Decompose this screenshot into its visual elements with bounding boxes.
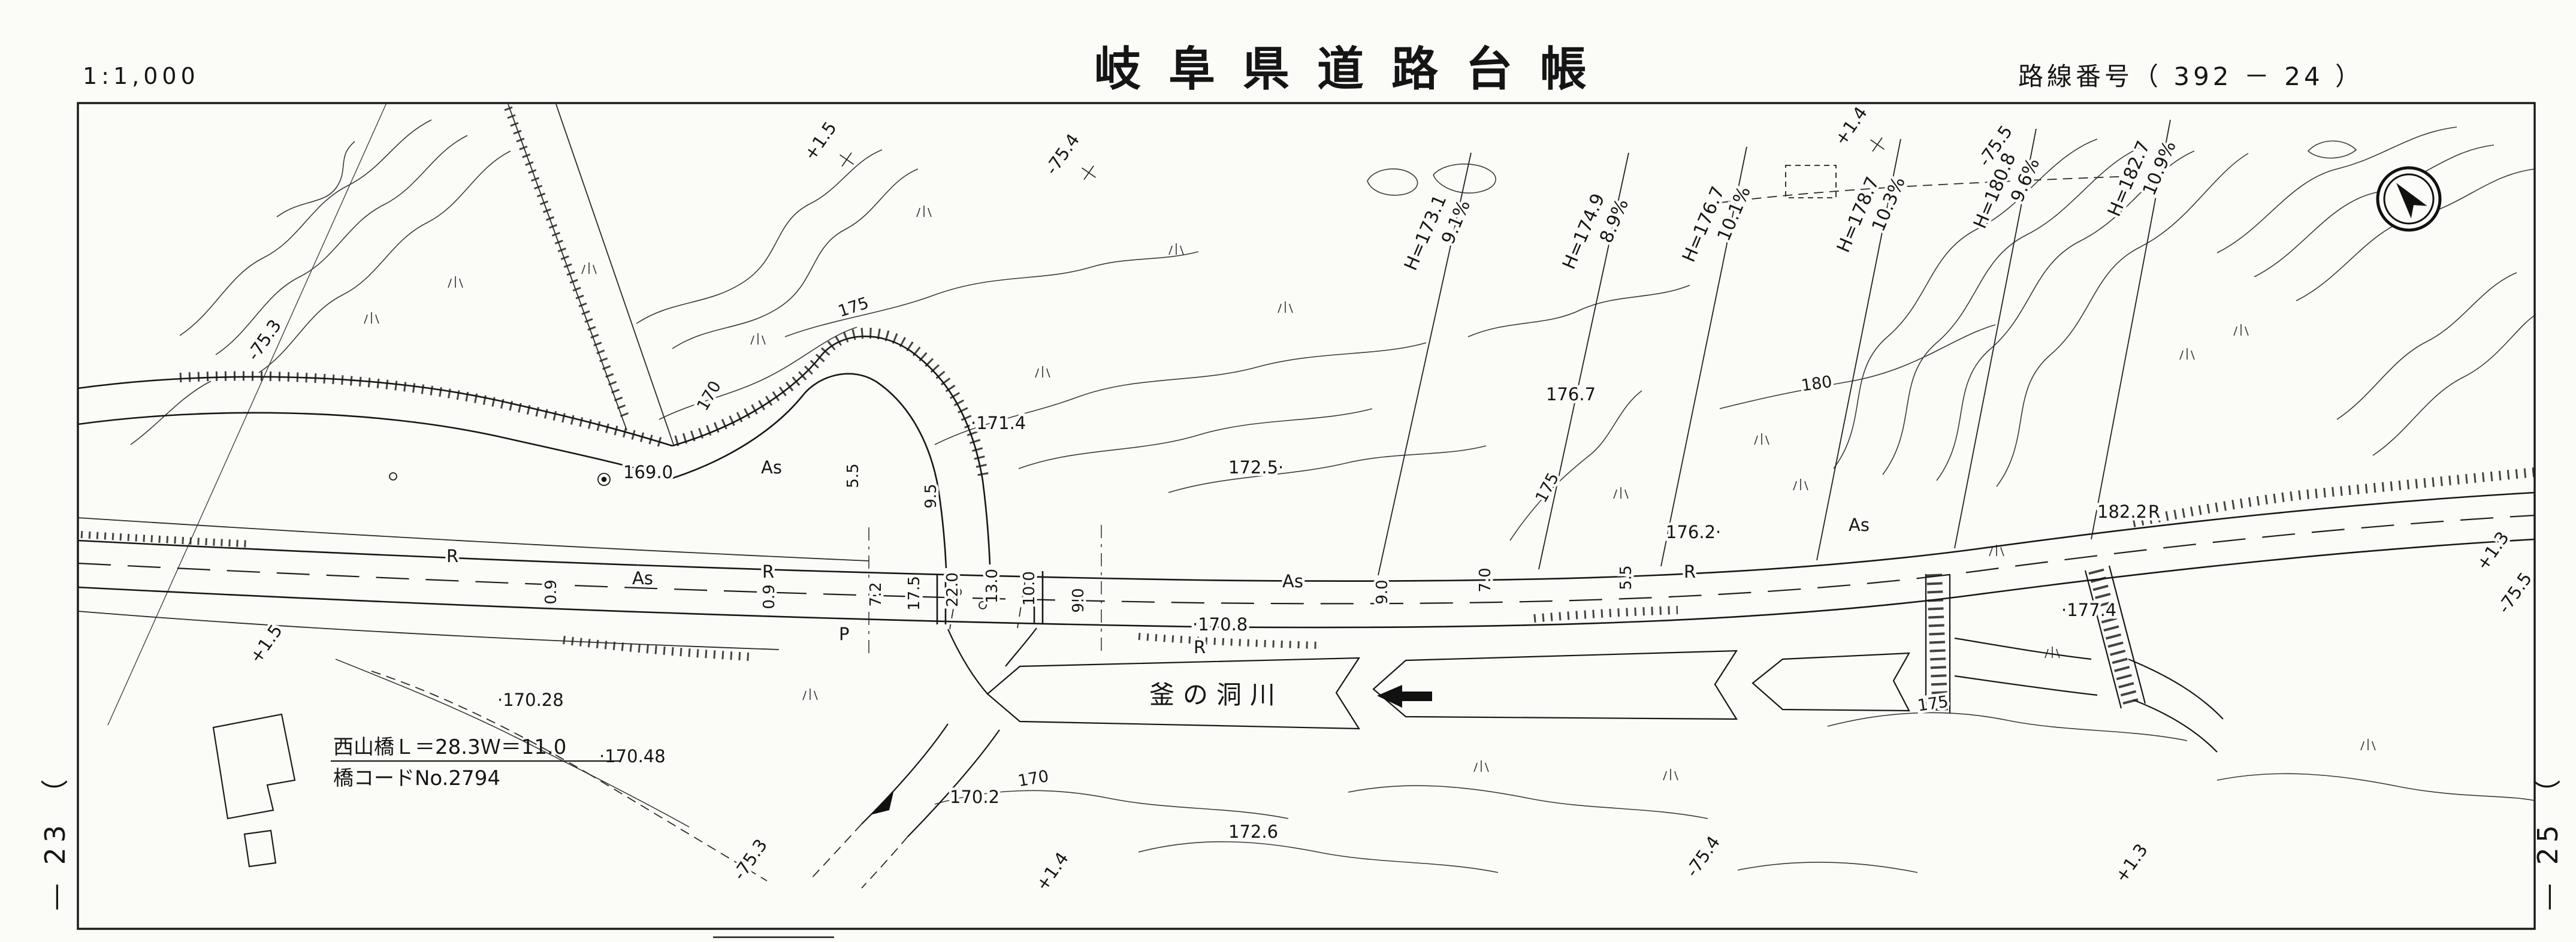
- spot-elevation-label: 172.5·: [1228, 457, 1284, 478]
- slope-hatching: [80, 106, 2535, 712]
- grid-coordinate-label: -75.5: [2493, 569, 2536, 617]
- surface-type-label: As: [1849, 515, 1870, 535]
- parking-label: P: [839, 624, 850, 644]
- bridge-note: 西山橋Ｌ＝28.3Ｗ＝11.0 橋コードNo.2794: [331, 735, 620, 790]
- building-outline: [243, 829, 277, 868]
- surface-type-labels: As As As As: [630, 455, 1873, 594]
- sheet-title: 岐阜県道路台帳: [1094, 43, 1614, 96]
- dimension-label: 0.9: [760, 584, 778, 609]
- contour-elevation-label: 170: [1016, 767, 1050, 790]
- spot-elevation-label: 176.2·: [1666, 522, 1721, 542]
- dimension-label: 9.5: [922, 484, 940, 508]
- spot-elevation-label: ·170.8: [1192, 614, 1248, 635]
- dashed-structure-outline: [1785, 165, 1837, 198]
- spot-elevation-labels: ·171.4 172.5· 176.7 169.0 176.2· 182.2 ·…: [495, 382, 2150, 845]
- sheet-number-left: — 23 （: [39, 774, 71, 911]
- river-channel: [810, 565, 2224, 889]
- spot-elevation-label: 176.7: [1546, 384, 1596, 404]
- road-network: [77, 104, 2535, 881]
- station-labels: H=173.19.1% H=174.98.9% H=176.710.1% H=1…: [1398, 135, 2184, 276]
- curve-point-label: R: [762, 561, 774, 582]
- grid-coordinate-label: -75.3: [729, 835, 771, 884]
- scale-label: 1:1,000: [83, 63, 200, 89]
- surface-type-label: As: [761, 457, 782, 478]
- building-outlines: [212, 713, 296, 868]
- bridge-code-label: 橋コードNo.2794: [333, 766, 500, 790]
- weir-structure: [2084, 565, 2146, 709]
- survey-symbols: [389, 472, 987, 609]
- contour-elevation-label: 180: [1800, 373, 1833, 395]
- bridge-name-label: 西山橋Ｌ＝28.3Ｗ＝11.0: [333, 735, 566, 759]
- building-outline: [212, 713, 296, 820]
- river-arrow-segment: [1751, 652, 1910, 712]
- dimension-label: 5.5: [844, 463, 862, 488]
- route-number-label: 路線番号（ 392 － 24 ）: [2018, 62, 2364, 91]
- road-centerline: [77, 514, 2535, 605]
- surface-type-label: As: [632, 568, 653, 588]
- north-arrow-icon: [2376, 166, 2442, 232]
- spot-elevation-label: 182.2: [2097, 502, 2147, 522]
- flow-direction-arrow-icon: [1377, 685, 1432, 708]
- grid-coordinate-label: +1.5: [800, 118, 841, 164]
- contour-elevation-label: 175: [1532, 470, 1563, 506]
- bridge-abutments: [936, 571, 1044, 624]
- flow-direction-arrow-icon: [870, 790, 894, 815]
- grid-coordinate-label: +1.4: [1032, 849, 1073, 895]
- dimension-labels: 0.9 0.9 7.2 17.5 22.0 13.0 10.0 9.0 9.0 …: [540, 461, 1638, 615]
- spot-elevation-label: 172.6: [1228, 822, 1278, 842]
- curve-point-labels: R R R R R P: [444, 499, 2163, 660]
- grid-coordinate-label: +1.3: [2111, 840, 2152, 886]
- map-frame: [77, 102, 2536, 930]
- spot-elevation-label: ·177.4: [2061, 600, 2116, 620]
- spot-elevation-label: ·170.28: [497, 690, 564, 710]
- footpath-line: [1720, 176, 2137, 203]
- river-name-label: 釜の洞川: [1149, 680, 1284, 709]
- curve-point-label: R: [2148, 502, 2160, 522]
- spot-elevation-label: ·170.48: [599, 746, 666, 766]
- curve-point-label: R: [446, 546, 458, 566]
- sheet-number-right: — 25 （: [2532, 774, 2564, 911]
- map-strip-boundary-line: [107, 102, 387, 726]
- surface-type-label: As: [1282, 571, 1303, 591]
- spot-elevation-label: ·171.4: [971, 413, 1026, 433]
- contour-elevation-label: 175: [1916, 693, 1949, 715]
- dimension-label: 0.9: [542, 579, 560, 604]
- main-road-upper-edge: [77, 491, 2535, 582]
- dimension-label: 9.0: [1373, 579, 1391, 604]
- station-section-lines: [1378, 119, 2171, 576]
- river-arrow-segment: [1372, 650, 1738, 720]
- grid-coordinate-labels: +1.5 -75.4 -75.3 +1.4 -75.5 +1.3 -75.5 +…: [240, 100, 2539, 897]
- curve-point-label: R: [1194, 637, 1206, 657]
- river-arrow-segment: [986, 657, 1361, 730]
- dimension-label: 13.0: [983, 569, 1001, 603]
- dimension-label: 9.0: [1070, 588, 1088, 612]
- dimension-label: 17.5: [905, 576, 923, 611]
- contour-elevation-label: 175: [836, 294, 871, 321]
- contour-elevation-labels: 175 170 180 175 170 175: [691, 291, 1952, 793]
- grid-coordinate-label: -75.4: [1041, 130, 1083, 179]
- spot-elevation-label: 170.2: [950, 787, 999, 807]
- grid-coordinate-label: +1.3: [2472, 528, 2513, 574]
- grid-coordinate-label: +1.5: [246, 621, 286, 667]
- dimension-label: 7.0: [1476, 567, 1494, 592]
- dimension-label: 7.2: [867, 582, 885, 606]
- vegetation-marks: [364, 205, 2376, 781]
- dimension-label: 10.0: [1020, 571, 1038, 606]
- dimension-label: 22.0: [944, 572, 962, 607]
- dimension-label: 5.5: [1617, 565, 1635, 590]
- grid-coordinate-label: +1.4: [1831, 103, 1871, 149]
- main-road-lower-edge: [77, 538, 2535, 629]
- grid-coordinate-label: -75.4: [1681, 832, 1724, 881]
- contour-lines: [130, 119, 2536, 873]
- pond-outlines: [1367, 163, 1496, 196]
- curve-point-label: R: [1684, 561, 1696, 582]
- spot-elevation-label: 169.0: [623, 462, 673, 482]
